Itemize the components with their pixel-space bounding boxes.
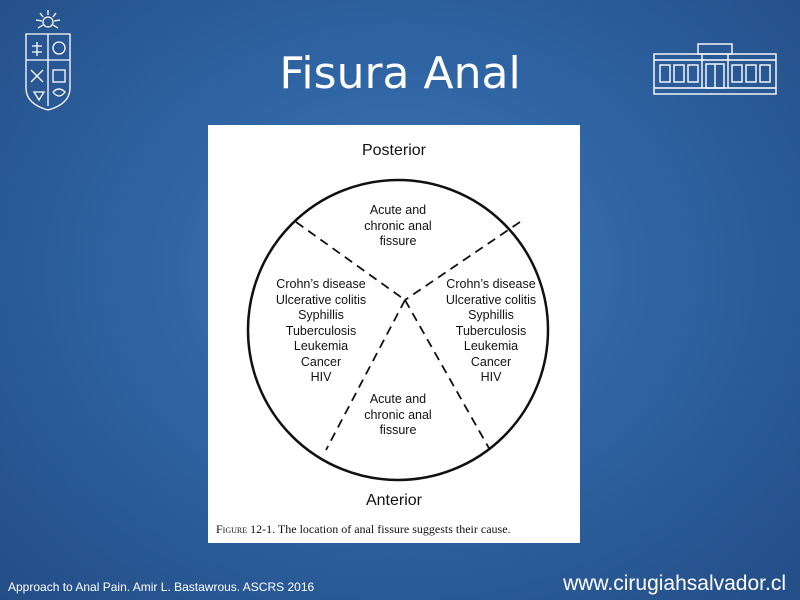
region-right-line: Tuberculosis [455, 323, 527, 338]
figure-number: Figure 12-1. [216, 522, 276, 536]
region-right-line: Crohn’s disease [446, 277, 536, 291]
hospital-building-icon [652, 40, 778, 96]
region-left-line: HIV [310, 370, 332, 384]
region-left-line: Cancer [300, 354, 342, 369]
region-anterior: Acute and chronic anal fissure [358, 392, 438, 439]
anal-circle [246, 178, 550, 482]
region-anterior-line: chronic anal [364, 407, 432, 422]
figure-caption-text: The location of anal fissure suggests th… [277, 522, 511, 536]
region-right-line: HIV [480, 370, 502, 384]
region-left-line: Crohn’s disease [276, 277, 366, 291]
region-right-line: Leukemia [463, 339, 519, 353]
region-left-line: Tuberculosis [285, 323, 357, 338]
region-posterior-line: chronic anal [364, 218, 432, 233]
region-posterior-line: Acute and [369, 203, 427, 217]
region-left: Crohn’s disease Ulcerative colitis Syphi… [268, 277, 374, 386]
anal-fissure-diagram: Posterior Acute and chronic anal fissure… [208, 125, 580, 543]
region-left-line: Ulcerative colitis [275, 292, 367, 307]
university-crest-icon [18, 8, 78, 113]
website-url: www.cirugiahsalvador.cl [563, 572, 786, 595]
divider-lower-left [325, 299, 406, 451]
source-citation: Approach to Anal Pain. Amir L. Bastawrou… [8, 580, 315, 594]
figure-caption: Figure 12-1. The location of anal fissur… [216, 522, 511, 537]
region-left-line: Syphillis [298, 308, 344, 322]
region-anterior-line: Acute and [369, 392, 427, 406]
region-left-line: Leukemia [293, 339, 349, 353]
region-posterior-line: fissure [379, 234, 417, 248]
region-anterior-line: fissure [379, 423, 417, 437]
region-right-line: Cancer [470, 354, 512, 369]
region-posterior: Acute and chronic anal fissure [358, 203, 438, 250]
divider-upper-right [404, 221, 521, 301]
posterior-label: Posterior [361, 142, 427, 159]
anterior-label: Anterior [365, 492, 423, 509]
divider-upper-left [295, 221, 406, 301]
region-right-line: Ulcerative colitis [445, 292, 537, 307]
slide-title: Fisura Anal [279, 48, 521, 99]
divider-lower-right [404, 299, 491, 451]
region-right: Crohn’s disease Ulcerative colitis Syphi… [438, 277, 544, 386]
region-right-line: Syphillis [468, 308, 514, 322]
